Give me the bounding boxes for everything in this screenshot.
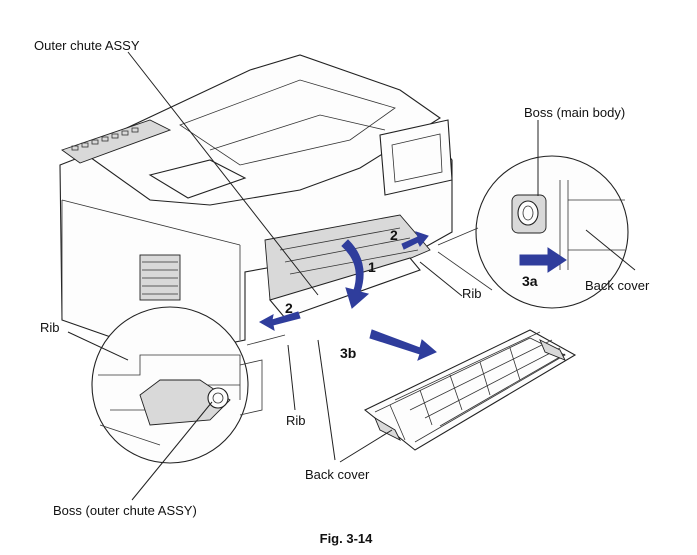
step-label-2-left: 2 bbox=[285, 300, 293, 316]
label-boss-main-body: Boss (main body) bbox=[524, 105, 625, 120]
control-panel-keys bbox=[71, 127, 139, 151]
label-boss-outer-chute: Boss (outer chute ASSY) bbox=[53, 503, 197, 518]
printer-body bbox=[59, 54, 453, 357]
detail-circle-left bbox=[91, 306, 286, 464]
arrow-step-1 bbox=[341, 239, 370, 309]
label-outer-chute-assy: Outer chute ASSY bbox=[34, 38, 140, 53]
arrow-step-2-right bbox=[401, 231, 429, 250]
step-label-3a: 3a bbox=[522, 273, 538, 289]
figure-caption: Fig. 3-14 bbox=[320, 531, 374, 546]
label-rib-center: Rib bbox=[286, 413, 306, 428]
arrow-step-2-left bbox=[258, 311, 301, 331]
label-back-cover-right: Back cover bbox=[585, 278, 650, 293]
label-back-cover-bottom: Back cover bbox=[305, 467, 370, 482]
label-rib-left: Rib bbox=[40, 320, 60, 335]
step-label-3b: 3b bbox=[340, 345, 356, 361]
side-vent bbox=[139, 254, 181, 301]
step-arrows bbox=[258, 231, 567, 361]
back-cover-part bbox=[363, 329, 577, 451]
boss-outer-chute-shape bbox=[207, 387, 229, 409]
arrow-step-3b bbox=[369, 329, 437, 361]
arrow-step-3a bbox=[519, 247, 567, 273]
leader-lines bbox=[67, 51, 636, 501]
detail-circle-right bbox=[437, 155, 629, 309]
boss-main-body-shape bbox=[517, 200, 539, 226]
label-rib-right: Rib bbox=[462, 286, 482, 301]
step-label-2-right: 2 bbox=[390, 227, 398, 243]
step-label-1: 1 bbox=[368, 259, 376, 275]
